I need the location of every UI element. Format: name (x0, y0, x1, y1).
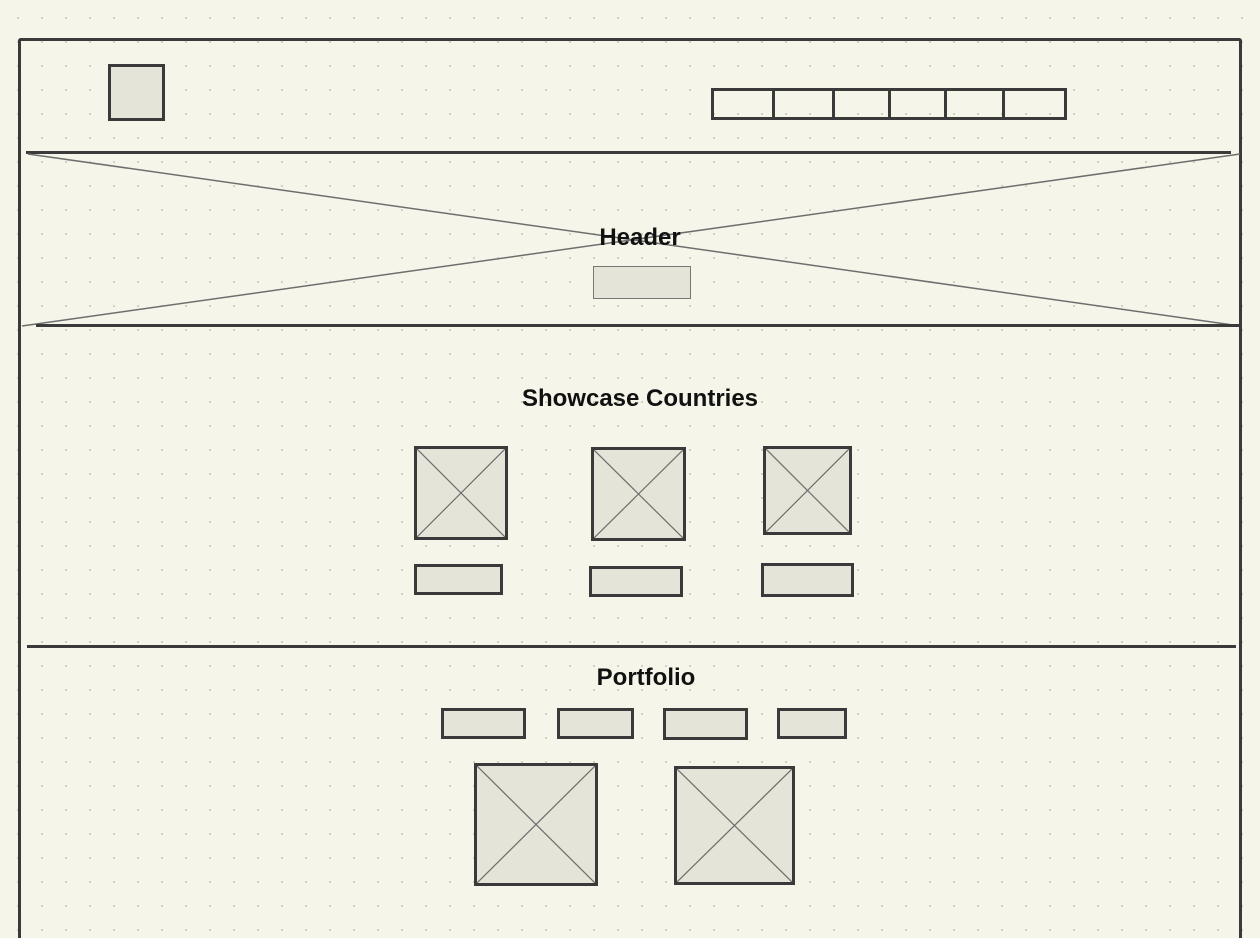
image-placeholder-icon (417, 449, 505, 537)
country-label-placeholder[interactable] (761, 563, 854, 597)
portfolio-filter-tab[interactable] (557, 708, 634, 739)
nav-item[interactable] (891, 91, 947, 117)
image-placeholder-icon (594, 450, 683, 538)
nav-item[interactable] (835, 91, 891, 117)
header-divider-top (26, 151, 1231, 154)
nav-item[interactable] (775, 91, 835, 117)
image-placeholder-icon (477, 766, 595, 883)
country-image-placeholder[interactable] (414, 446, 508, 540)
header-title: Header (599, 224, 681, 251)
nav-menu (711, 88, 1067, 120)
country-image-placeholder[interactable] (591, 447, 686, 541)
country-label-placeholder[interactable] (589, 566, 683, 597)
portfolio-image-placeholder[interactable] (474, 763, 598, 886)
image-placeholder-icon (766, 449, 849, 532)
logo-placeholder[interactable] (108, 64, 165, 121)
portfolio-image-placeholder[interactable] (674, 766, 795, 885)
image-placeholder-icon (677, 769, 792, 882)
hero-image-placeholder (21, 153, 1241, 327)
country-image-placeholder[interactable] (763, 446, 852, 535)
portfolio-title: Portfolio (596, 664, 696, 691)
header-divider-bottom (36, 324, 1242, 327)
page-frame (18, 38, 1242, 938)
country-label-placeholder[interactable] (414, 564, 503, 595)
portfolio-filter-tab[interactable] (777, 708, 847, 739)
header-cta-button[interactable] (593, 266, 691, 299)
nav-item[interactable] (714, 91, 775, 117)
showcase-title: Showcase Countries (521, 385, 759, 412)
nav-item[interactable] (1005, 91, 1064, 117)
nav-item[interactable] (947, 91, 1005, 117)
portfolio-filter-tab[interactable] (663, 708, 748, 740)
showcase-divider (27, 645, 1236, 648)
portfolio-filter-tab[interactable] (441, 708, 526, 739)
